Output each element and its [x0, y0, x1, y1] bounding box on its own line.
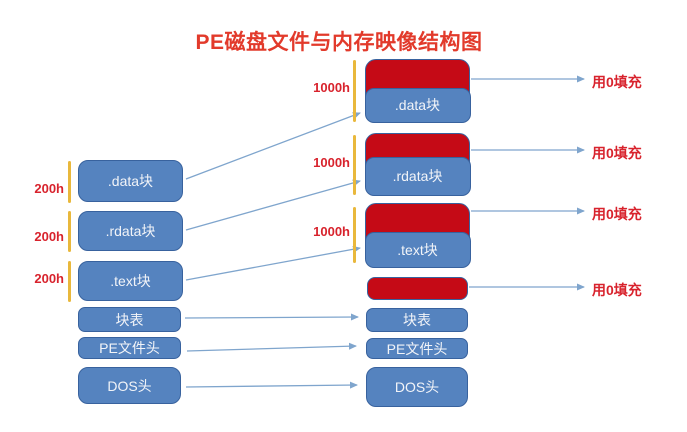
memory-box-dos-header-label: DOS头 [394, 379, 440, 395]
disk-box-data: .data块 [78, 160, 183, 202]
disk-box-data-label: .data块 [107, 173, 154, 189]
memory-bracket-data [353, 60, 356, 122]
memory-bracket-rdata [353, 135, 356, 195]
memory-box-rdata-label: .rdata块 [392, 168, 443, 184]
disk-box-text-label: .text块 [110, 273, 151, 289]
disk-box-dos-header: DOS头 [78, 367, 181, 404]
memory-box-dos-header: DOS头 [366, 367, 468, 407]
disk-box-pe-header: PE文件头 [78, 337, 181, 359]
disk-box-block-table: 块表 [78, 307, 181, 332]
fill-note-data: 用0填充 [592, 74, 642, 90]
memory-group-rdata: .rdata块 [364, 133, 471, 196]
memory-box-rdata: .rdata块 [364, 156, 471, 196]
disk-bracket-data [68, 161, 71, 203]
memory-group-data: .data块 [364, 59, 471, 123]
arrow-text-section [185, 245, 361, 281]
disk-box-text: .text块 [78, 261, 183, 301]
arrow-pe-header [186, 342, 357, 352]
memory-size-label-rdata: 1000h [313, 155, 350, 170]
page-title: PE磁盘文件与内存映像结构图 [195, 31, 483, 54]
disk-bracket-rdata [68, 211, 71, 252]
arrow-block-table [184, 313, 359, 321]
disk-box-dos-header-label: DOS头 [107, 377, 152, 394]
disk-box-rdata: .rdata块 [78, 211, 183, 251]
disk-bracket-text [68, 261, 71, 302]
memory-box-pe-header-label: PE文件头 [386, 340, 448, 357]
memory-box-text-label: .text块 [397, 241, 438, 258]
memory-size-label-text: 1000h [313, 224, 350, 239]
disk-box-rdata-label: .rdata块 [105, 223, 156, 239]
memory-box-pe-header: PE文件头 [366, 338, 468, 359]
memory-size-label-data: 1000h [313, 80, 350, 95]
arrow-dos-header [185, 381, 358, 389]
arrow-rdata-section [185, 179, 361, 231]
fill-note-rdata: 用0填充 [592, 145, 642, 161]
memory-box-padding [367, 277, 468, 300]
memory-box-block-table-label: 块表 [403, 312, 431, 328]
memory-group-text: .text块 [364, 203, 471, 268]
disk-size-label-text: 200h [34, 271, 64, 286]
memory-box-text: .text块 [364, 231, 471, 268]
memory-bracket-text [353, 207, 356, 263]
disk-size-label-rdata: 200h [34, 229, 64, 244]
disk-size-label-data: 200h [34, 181, 64, 196]
fill-note-padding: 用0填充 [592, 282, 642, 298]
memory-box-block-table: 块表 [366, 308, 468, 332]
fill-note-text: 用0填充 [592, 206, 642, 222]
disk-box-block-table-label: 块表 [115, 311, 144, 328]
memory-box-data: .data块 [364, 87, 471, 123]
memory-box-data-label: .data块 [394, 97, 441, 113]
disk-box-pe-header-label: PE文件头 [99, 340, 160, 356]
